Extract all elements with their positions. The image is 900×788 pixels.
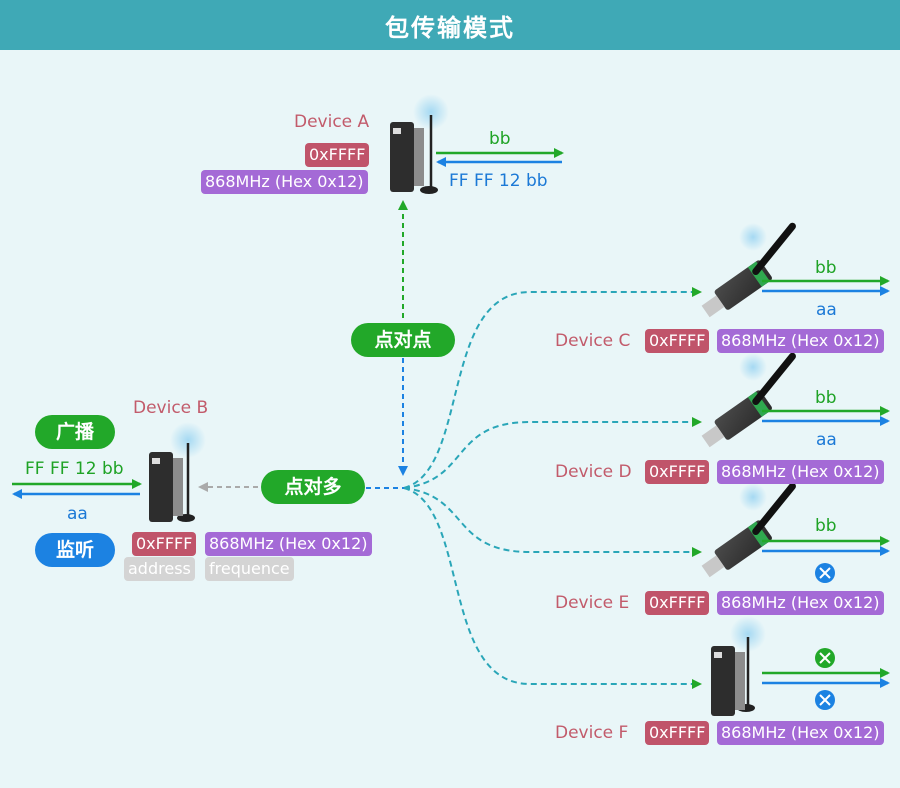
device-f-address: 0xFFFF — [645, 721, 710, 745]
device-d-address: 0xFFFF — [645, 460, 710, 484]
device-f-send-blocked-icon — [815, 690, 835, 710]
device-c-name: Device C — [555, 331, 631, 351]
device-f-receive-blocked-icon — [815, 648, 835, 668]
device-e-address: 0xFFFF — [645, 591, 710, 615]
device-f-icon — [711, 616, 766, 716]
device-f-frequency: 868MHz (Hex 0x12) — [717, 721, 884, 745]
device-d-send-label: aa — [816, 430, 837, 450]
device-b-frequency: 868MHz (Hex 0x12) — [205, 532, 372, 556]
device-a-send-label: bb — [489, 129, 511, 149]
device-f-name: Device F — [555, 723, 629, 743]
device-d-name: Device D — [555, 462, 632, 482]
device-b-receive-label: aa — [67, 504, 88, 524]
device-c-address: 0xFFFF — [645, 329, 710, 353]
device-a-receive-label: FF FF 12 bb — [449, 171, 548, 191]
device-b-icon — [149, 422, 206, 522]
device-e-icon — [701, 482, 796, 578]
device-e-frequency: 868MHz (Hex 0x12) — [717, 591, 884, 615]
fanout-to-device-c — [403, 291, 700, 489]
device-a-frequency: 868MHz (Hex 0x12) — [201, 170, 368, 194]
fanout-to-device-e — [403, 487, 700, 553]
fanout-to-device-d — [403, 421, 700, 489]
device-d-receive-label: bb — [815, 388, 837, 408]
point-to-point-label: 点对点 — [351, 323, 455, 357]
device-c-send-label: aa — [816, 300, 837, 320]
device-e-name: Device E — [555, 593, 630, 613]
page-title: 包传输模式 — [0, 0, 900, 50]
device-e-receive-label: bb — [815, 516, 837, 536]
frequency-caption: frequence — [205, 557, 294, 581]
device-b-send-label: FF FF 12 bb — [25, 459, 124, 479]
device-a-icon — [390, 94, 449, 194]
device-b-name: Device B — [133, 398, 209, 418]
fanout-to-device-f — [403, 487, 700, 685]
device-b-address: 0xFFFF — [132, 532, 197, 556]
device-a-name: Device A — [294, 112, 370, 132]
transmission-diagram — [12, 94, 890, 716]
address-caption: address — [124, 557, 195, 581]
monitor-label: 监听 — [35, 533, 115, 567]
device-c-frequency: 868MHz (Hex 0x12) — [717, 329, 884, 353]
device-d-frequency: 868MHz (Hex 0x12) — [717, 460, 884, 484]
broadcast-label: 广播 — [35, 415, 115, 449]
device-c-receive-label: bb — [815, 258, 837, 278]
device-e-blocked-icon — [815, 563, 835, 583]
point-to-multi-label: 点对多 — [261, 470, 365, 504]
device-a-address: 0xFFFF — [305, 143, 370, 167]
